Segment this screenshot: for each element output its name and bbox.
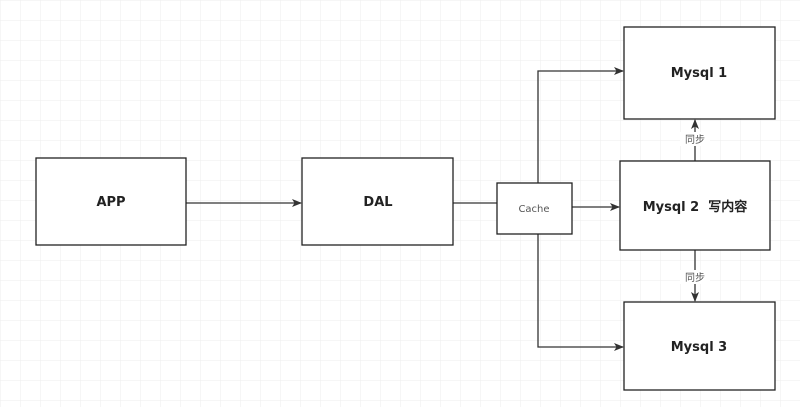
node-mysql1-label: Mysql 1 [671,66,727,81]
sync-label-up: 同步 [685,134,705,146]
edge-cache-mysql1 [537,67,624,183]
node-mysql2-label: Mysql 2 写内容 [643,199,748,215]
edge-cache-mysql3 [537,234,624,351]
node-dal[interactable]: DAL [301,157,454,246]
node-dal-label: DAL [363,195,392,210]
node-mysql1[interactable]: Mysql 1 [623,26,776,120]
node-mysql3[interactable]: Mysql 3 [623,301,776,391]
node-app-label: APP [96,195,125,210]
sync-label-down: 同步 [685,272,705,284]
node-cache[interactable]: Cache [496,182,573,235]
node-mysql2[interactable]: Mysql 2 写内容 [619,160,771,251]
label-bg [680,132,710,146]
node-mysql3-label: Mysql 3 [671,340,727,355]
node-cache-label: Cache [518,204,549,215]
node-app[interactable]: APP [35,157,187,246]
label-bg [680,270,710,284]
